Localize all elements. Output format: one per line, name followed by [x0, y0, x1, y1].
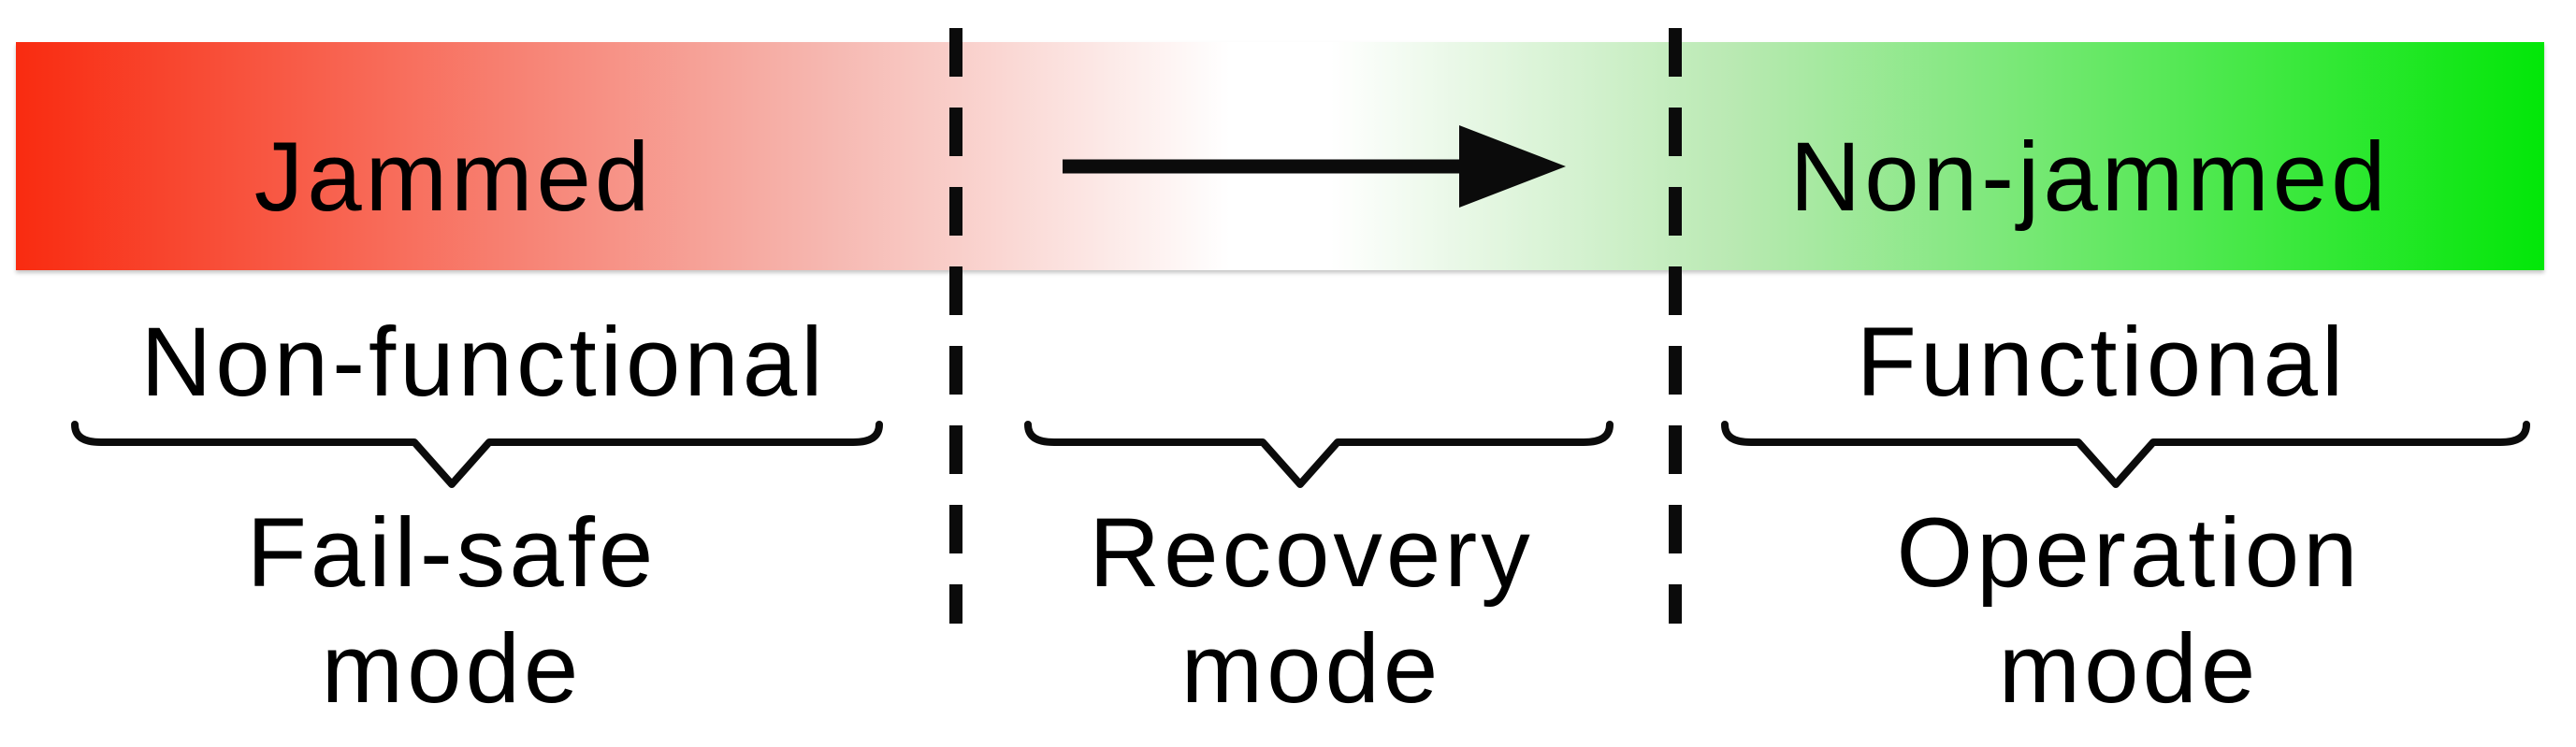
non-functional-label: Non-functional	[140, 308, 827, 417]
jammed-label: Jammed	[253, 122, 654, 232]
mode-label-operation: Operation mode	[1896, 496, 2361, 727]
region-divider-right	[1669, 28, 1682, 624]
transition-arrow-icon	[1063, 125, 1566, 208]
region-divider-left	[949, 28, 962, 624]
mode-name: Operation	[1896, 498, 2362, 608]
mode-name: Fail-safe	[246, 498, 658, 608]
underbrace-fail-safe	[71, 421, 883, 488]
mode-word: mode	[1180, 614, 1442, 724]
mode-label-fail-safe: Fail-safe mode	[247, 496, 658, 727]
non-jammed-label: Non-jammed	[1789, 122, 2390, 232]
functional-label: Functional	[1856, 308, 2348, 417]
underbrace-recovery	[1024, 421, 1614, 488]
underbrace-operation	[1721, 421, 2530, 488]
mode-word: mode	[1998, 614, 2260, 724]
mode-word: mode	[321, 614, 583, 724]
mode-name: Recovery	[1089, 498, 1534, 608]
state-gradient-bar	[16, 42, 2544, 270]
mode-label-recovery: Recovery mode	[1089, 496, 1533, 727]
